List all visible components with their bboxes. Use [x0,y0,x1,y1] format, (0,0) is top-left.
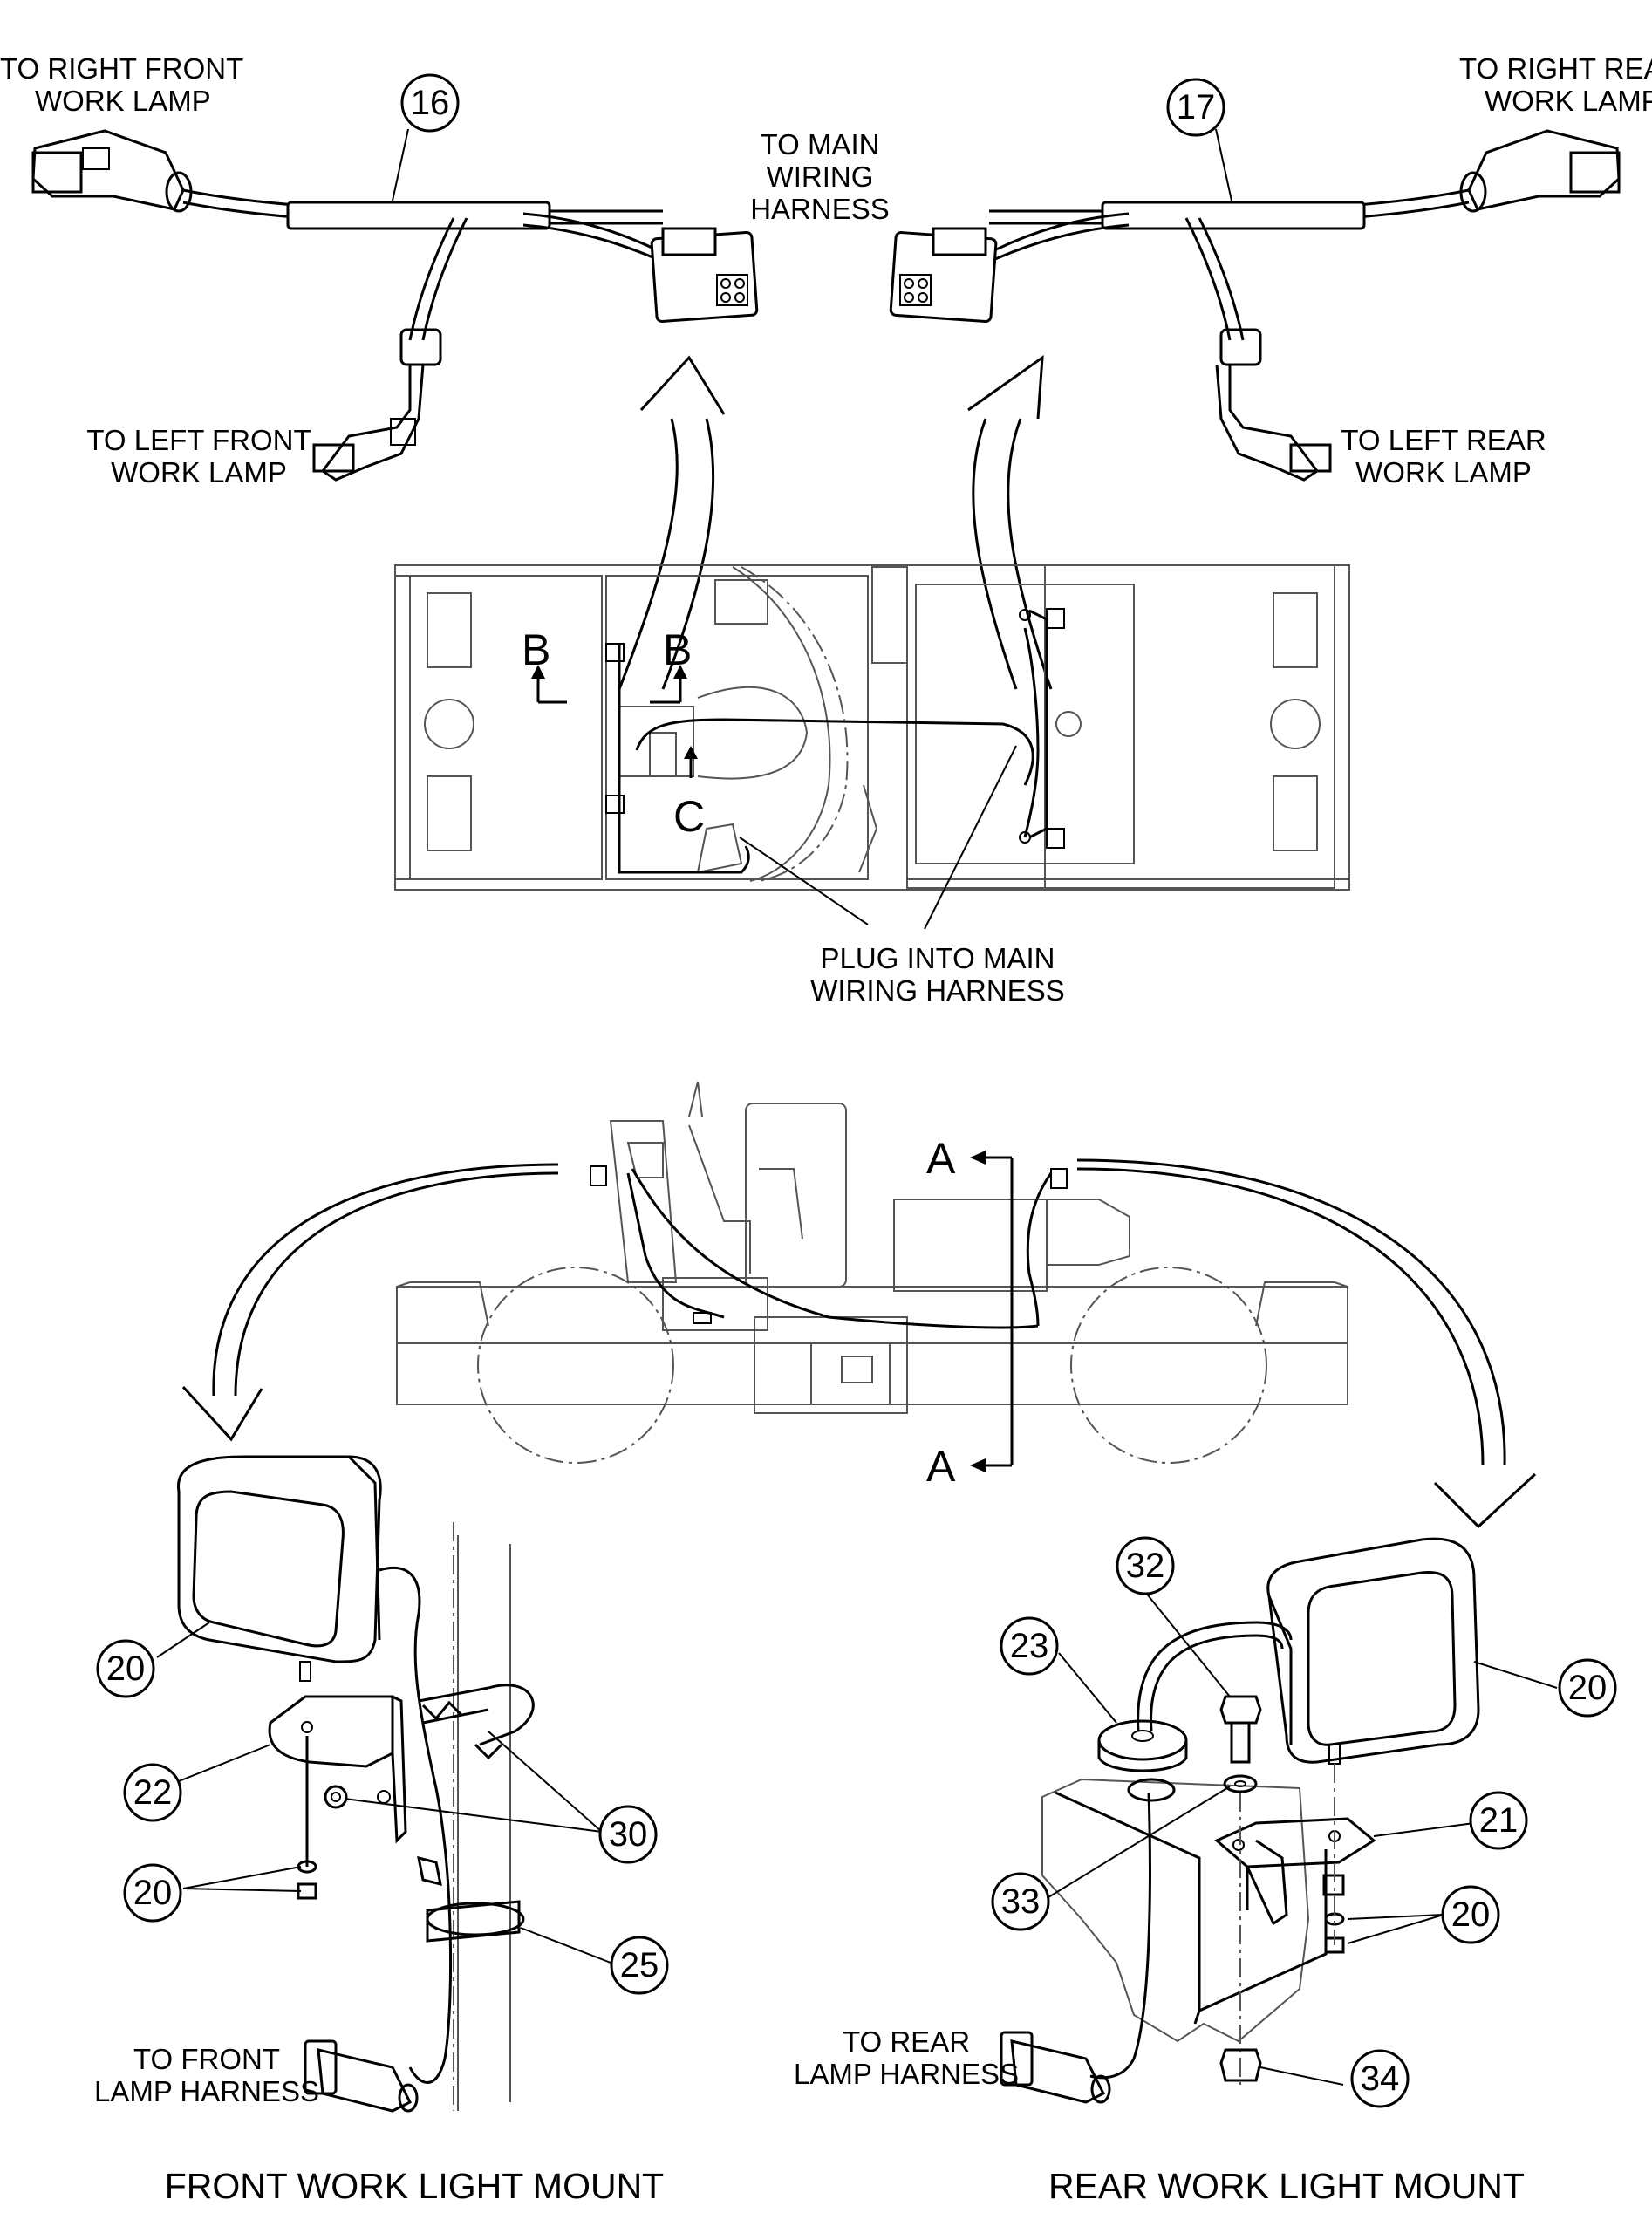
text-labels: TO RIGHT FRONT WORK LAMP TO RIGHT REA WO… [0,52,1652,2206]
callout-17: 17 [1166,78,1225,137]
section-c: C [673,792,705,841]
svg-text:30: 30 [609,1815,648,1854]
rear-mount-drawing [1000,1537,1480,2104]
callout-32: 32 [1116,1536,1175,1595]
callout-22: 22 [123,1763,182,1822]
label-right-front-lamp-1: TO RIGHT FRONT [0,52,243,85]
svg-text:17: 17 [1177,88,1216,126]
svg-text:20: 20 [1568,1669,1608,1707]
callout-25: 25 [610,1936,669,1995]
label-right-front-lamp-2: WORK LAMP [35,85,211,117]
section-a-top: A [926,1134,956,1183]
callout-30: 30 [598,1805,658,1864]
svg-text:16: 16 [411,84,450,122]
callout-16: 16 [400,73,460,133]
caption-rear-mount: REAR WORK LIGHT MOUNT [1048,2166,1525,2206]
label-left-front-lamp-2: WORK LAMP [111,456,287,488]
callout-leaders [156,128,1558,2086]
callout-bubbles: 16 17 20 22 30 20 25 23 32 20 21 33 20 3… [96,73,1617,2108]
label-main-harness-1: TO MAIN [761,128,880,161]
label-front-harness-2: LAMP HARNESS [94,2075,319,2107]
svg-text:25: 25 [620,1946,659,1984]
front-mount-drawing [176,1455,535,2113]
callout-21: 21 [1469,1791,1528,1850]
callout-33: 33 [991,1872,1050,1931]
svg-text:33: 33 [1001,1882,1041,1921]
label-front-harness-1: TO FRONT [133,2043,280,2075]
top-curved-arrows [618,354,1053,690]
svg-text:20: 20 [106,1650,146,1688]
callout-34: 34 [1350,2049,1410,2108]
svg-text:23: 23 [1010,1627,1049,1665]
section-b-left: B [522,625,550,674]
label-main-harness-3: HARNESS [750,193,890,225]
plug-leaders [739,745,1017,930]
svg-text:20: 20 [1451,1895,1491,1934]
label-left-rear-lamp-1: TO LEFT REAR [1341,424,1546,456]
svg-text:22: 22 [133,1773,173,1812]
callout-20-rear-lamp: 20 [1558,1658,1617,1718]
label-right-rear-lamp-1: TO RIGHT REA [1459,52,1652,85]
section-a-bottom: A [926,1442,956,1491]
caption-front-mount: FRONT WORK LIGHT MOUNT [165,2166,664,2206]
machine-plan-view [394,564,1350,891]
callout-23: 23 [1000,1616,1059,1676]
label-left-front-lamp-1: TO LEFT FRONT [86,424,311,456]
section-b-right: B [663,625,692,674]
label-plug-main-1: PLUG INTO MAIN [821,942,1055,974]
label-plug-main-2: WIRING HARNESS [810,974,1065,1007]
label-main-harness-2: WIRING [767,161,874,193]
callout-20-rear-hw: 20 [1441,1885,1500,1944]
side-curved-arrows [181,1158,1537,1529]
callout-20-front-hw: 20 [123,1863,182,1923]
svg-text:34: 34 [1361,2059,1400,2098]
label-rear-harness-1: TO REAR [843,2025,970,2058]
callout-20-front-lamp: 20 [96,1639,155,1698]
front-harness-drawing [31,129,759,482]
label-rear-harness-2: LAMP HARNESS [794,2058,1019,2090]
svg-text:20: 20 [133,1874,173,1912]
svg-text:21: 21 [1479,1801,1519,1840]
svg-text:32: 32 [1126,1547,1165,1585]
machine-side-view [396,1081,1348,1472]
rear-harness-drawing [889,129,1621,482]
label-left-rear-lamp-2: WORK LAMP [1355,456,1532,488]
label-right-rear-lamp-2: WORK LAMP [1485,85,1652,117]
